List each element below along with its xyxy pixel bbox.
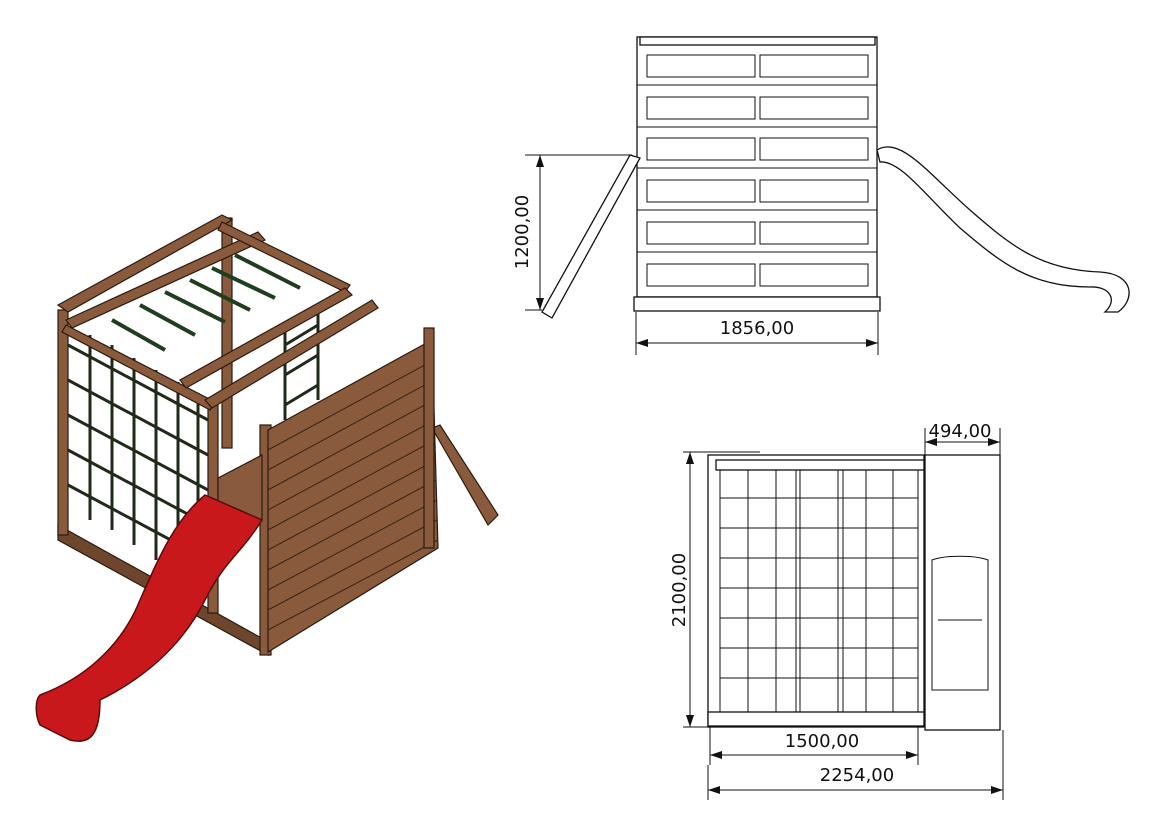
planks	[637, 54, 877, 287]
climbing-net	[67, 335, 209, 585]
dimension-height: 1200,00	[512, 154, 632, 311]
dimension-label: 2100,00	[669, 553, 690, 627]
slide	[35, 494, 264, 742]
frame-outline	[636, 36, 878, 298]
front-elevation-view: 1200,00 1856,00	[512, 36, 1130, 355]
dimension-label: 2254,00	[820, 765, 894, 786]
top-beam	[65, 231, 266, 329]
top-beam	[56, 214, 234, 313]
dimension-slide-width: 494,00	[924, 421, 1001, 455]
dimension-label: 1500,00	[785, 731, 859, 752]
dimension-frame-width: 1500,00	[709, 727, 919, 765]
dimension-depth: 2100,00	[669, 451, 760, 728]
slide	[876, 146, 1130, 313]
dimension-label: 494,00	[929, 421, 992, 442]
grid	[719, 470, 919, 712]
dimension-label: 1856,00	[720, 318, 794, 339]
isometric-view	[35, 214, 499, 742]
top-beam	[204, 299, 379, 409]
rope-ladder	[283, 310, 320, 420]
dimension-total-width: 2254,00	[707, 730, 1004, 800]
climbing-wall	[431, 424, 499, 526]
wall-planks	[267, 359, 439, 631]
frame-outline	[707, 454, 925, 728]
monkey-bars	[111, 253, 301, 352]
slide	[931, 555, 989, 691]
post	[423, 327, 435, 549]
slide-outline	[924, 454, 1001, 731]
plan-view: 494,00 2100,00 1500,00 2254,00	[669, 421, 1004, 800]
top-beam	[179, 287, 353, 389]
wooden-wall-panel	[267, 339, 439, 654]
dimension-width: 1856,00	[635, 312, 879, 355]
post	[57, 309, 69, 536]
climbing-wall	[541, 154, 641, 319]
dimension-label: 1200,00	[512, 195, 533, 269]
top-beam	[61, 324, 216, 411]
